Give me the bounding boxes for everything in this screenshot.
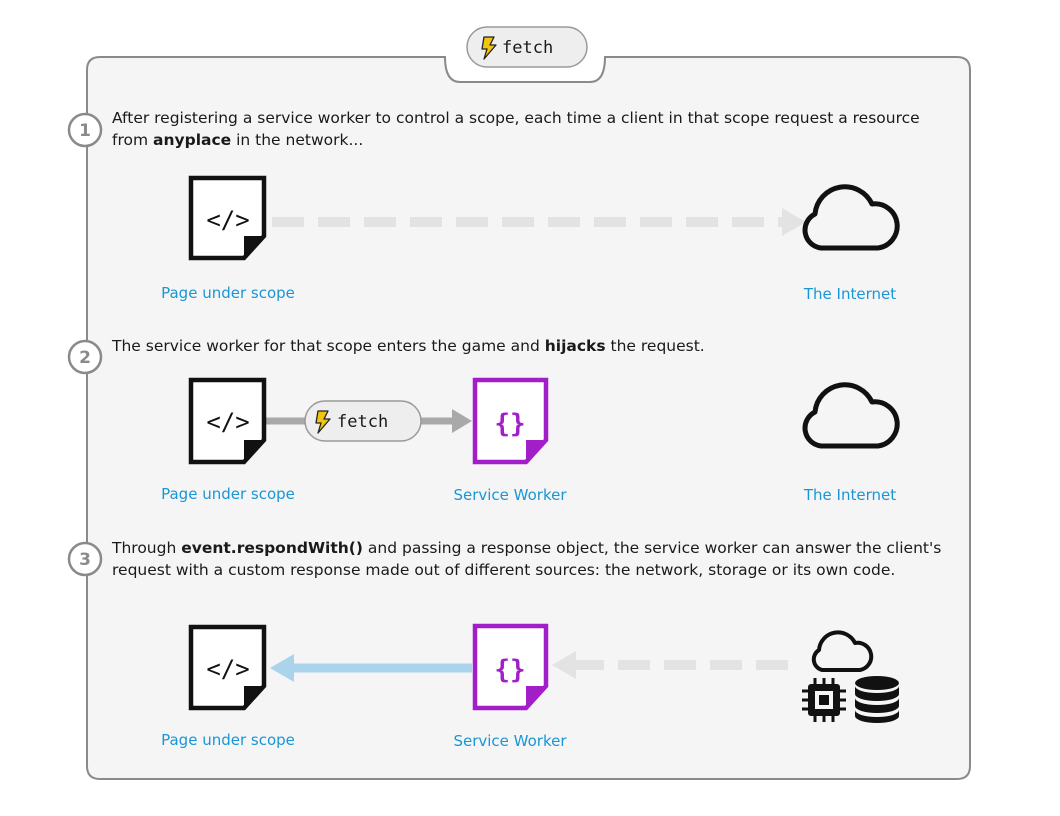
step2-arrow-head: [452, 409, 472, 433]
step-1-text-before: After registering a service worker to co…: [112, 109, 920, 149]
step-1-text-after: in the network...: [231, 131, 364, 149]
lightning-bolt-icon: [315, 410, 331, 434]
step3-page-caption: Page under scope: [161, 731, 295, 749]
cpu-chip-icon: [802, 678, 846, 722]
step1-arrow-head: [782, 208, 806, 236]
step-3-number: 3: [79, 550, 91, 570]
database-icon: [855, 676, 899, 723]
step3-page-glyph: </>: [206, 655, 249, 683]
step2-fetch-label: fetch: [337, 412, 388, 432]
step-1-description: After registering a service worker to co…: [112, 107, 952, 151]
step-1-number: 1: [79, 121, 91, 141]
step-1-text-bold: anyplace: [153, 131, 232, 149]
step2-code-document-icon: </>: [188, 377, 267, 465]
step1-internet-caption: The Internet: [803, 285, 897, 303]
step2-cloud-icon: [802, 382, 900, 449]
step-2-description: The service worker for that scope enters…: [112, 335, 952, 357]
step-3-marker: 3: [67, 541, 103, 577]
step-3-description: Through event.respondWith() and passing …: [112, 537, 952, 581]
step2-page-caption: Page under scope: [161, 485, 295, 503]
step2-worker-glyph: {}: [494, 409, 525, 439]
step3-code-document-icon: </>: [188, 624, 267, 711]
step1-page-caption: Page under scope: [161, 284, 295, 302]
header-badge-label: fetch: [502, 38, 553, 58]
header-fetch-badge: fetch: [466, 26, 588, 68]
step-2-text-bold: hijacks: [544, 337, 606, 355]
step-3-text-bold: event.respondWith(): [181, 539, 363, 557]
step2-page-glyph: </>: [206, 408, 249, 436]
step-2-marker: 2: [67, 339, 103, 375]
step3-worker-glyph: {}: [494, 655, 525, 685]
step-2-number: 2: [79, 348, 91, 368]
step2-worker-caption: Service Worker: [453, 486, 567, 504]
lightning-bolt-icon: [481, 36, 497, 60]
step-2-text-after: the request.: [605, 337, 705, 355]
step3-dashed-arrow-head: [552, 651, 576, 679]
step2-fetch-badge: fetch: [304, 400, 422, 442]
step1-page-glyph: </>: [206, 206, 249, 234]
step2-service-worker-document-icon: {}: [472, 377, 549, 465]
step-3-text-before: Through: [112, 539, 182, 557]
step1-cloud-icon: [802, 184, 900, 251]
step3-response-arrow-head: [270, 654, 294, 682]
step2-internet-caption: The Internet: [803, 486, 897, 504]
step1-code-document-icon: </>: [188, 175, 267, 261]
step-1-marker: 1: [67, 112, 103, 148]
step3-cloud-icon: [811, 630, 874, 672]
step-2-text-before: The service worker for that scope enters…: [112, 337, 545, 355]
step3-service-worker-document-icon: {}: [472, 623, 549, 711]
step-3-text-after: and passing a response object, the servi…: [112, 539, 942, 579]
step3-worker-caption: Service Worker: [453, 732, 567, 750]
